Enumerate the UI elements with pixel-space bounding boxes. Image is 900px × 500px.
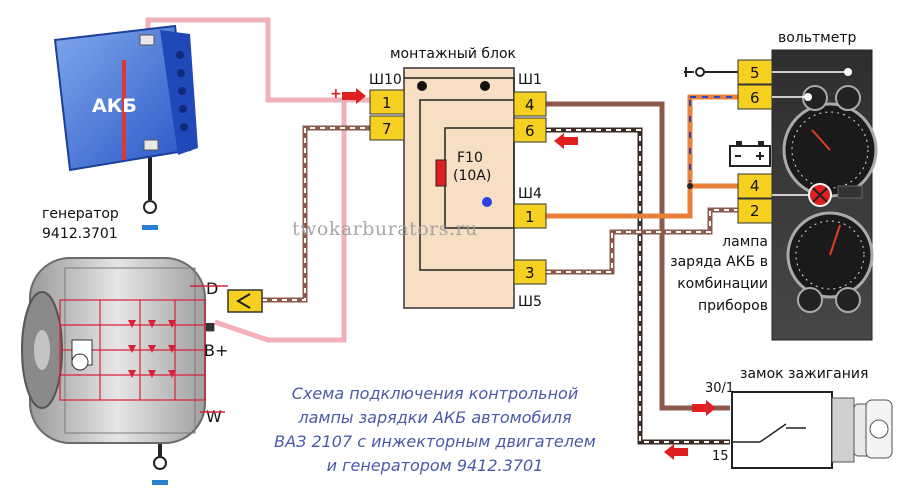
voltmeter-title: вольтметр: [778, 30, 857, 46]
charge-lamp-icon: [808, 183, 832, 207]
lamp-label-line-3: комбинации: [677, 276, 768, 292]
generator-label-line2: 9412.3701: [42, 226, 118, 242]
title-line-1: Схема подключения контрольной: [291, 384, 579, 403]
mount-block-title: монтажный блок: [390, 46, 516, 62]
fuse-name: F10: [457, 150, 483, 166]
svg-text:+: +: [330, 86, 342, 102]
generator-terminal-w: W: [206, 407, 222, 426]
lamp-label: лампа заряда АКБ в комбинации приборов: [670, 234, 768, 314]
lamp-pin-2: 2: [750, 202, 760, 220]
ignition-terminal-15: 15: [712, 449, 729, 464]
battery-ground: [142, 150, 158, 230]
ignition-switch: [731, 391, 893, 469]
pin-sh1-6: 6: [525, 122, 535, 140]
wire-generator-d: [262, 125, 370, 303]
pin-sh4-1: 1: [525, 208, 535, 226]
voltmeter-pins: [737, 59, 852, 110]
pin-sh5-3: 3: [525, 264, 535, 282]
ignition-terminal-30-1: 30/1: [705, 381, 734, 396]
title-line-4: и генератором 9412.3701: [326, 456, 544, 475]
lamp-pins: [737, 173, 808, 224]
mount-block: F10 (10A): [403, 67, 515, 309]
generator-ground: [152, 440, 168, 485]
generator-label-line1: генератор: [42, 206, 119, 222]
pin-sh10-1: 1: [382, 94, 392, 112]
wire-ignition-15: [546, 127, 730, 445]
voltmeter-pin-6: 6: [750, 89, 760, 107]
wire-lamp-supply: [546, 94, 738, 219]
voltmeter-pin-5: 5: [750, 64, 760, 82]
title-line-3: ВАЗ 2107 с инжекторным двигателем: [274, 432, 596, 451]
lamp-label-line-1: лампа: [722, 234, 768, 250]
wire-battery-positive: [145, 17, 370, 343]
wire-lamp-return: [546, 207, 738, 275]
pin-sh1-4: 4: [525, 96, 535, 114]
watermark: twokarburators.ru: [292, 218, 478, 240]
mount-block-pins: [369, 89, 547, 285]
battery-warning-icon: [729, 141, 771, 167]
connector-sh4: Ш4: [518, 186, 542, 202]
lamp-label-line-2: заряда АКБ в: [670, 254, 768, 270]
connector-sh1: Ш1: [518, 72, 542, 88]
ignition-title: замок зажигания: [740, 366, 868, 382]
connector-sh10: Ш10: [369, 72, 402, 88]
title-line-2: лампы зарядки АКБ автомобиля: [298, 408, 572, 427]
generator-terminal-d: D: [206, 279, 218, 298]
diagram-title: Схема подключения контрольной лампы заря…: [255, 382, 615, 478]
fuse-rating: (10A): [453, 168, 491, 184]
lamp-pin-4: 4: [750, 177, 760, 195]
lamp-label-line-4: приборов: [698, 298, 768, 314]
current-arrows: +: [330, 86, 716, 460]
connector-sh5: Ш5: [518, 294, 542, 310]
generator-terminal-bplus: B+: [204, 341, 228, 360]
svg-text:■: ■: [205, 320, 215, 333]
wire-voltmeter-ground: [684, 67, 738, 189]
pin-sh10-7: 7: [382, 120, 392, 138]
battery: АКБ: [53, 24, 198, 172]
battery-label: АКБ: [92, 95, 137, 117]
generator: ■ D B+ W: [21, 257, 263, 444]
